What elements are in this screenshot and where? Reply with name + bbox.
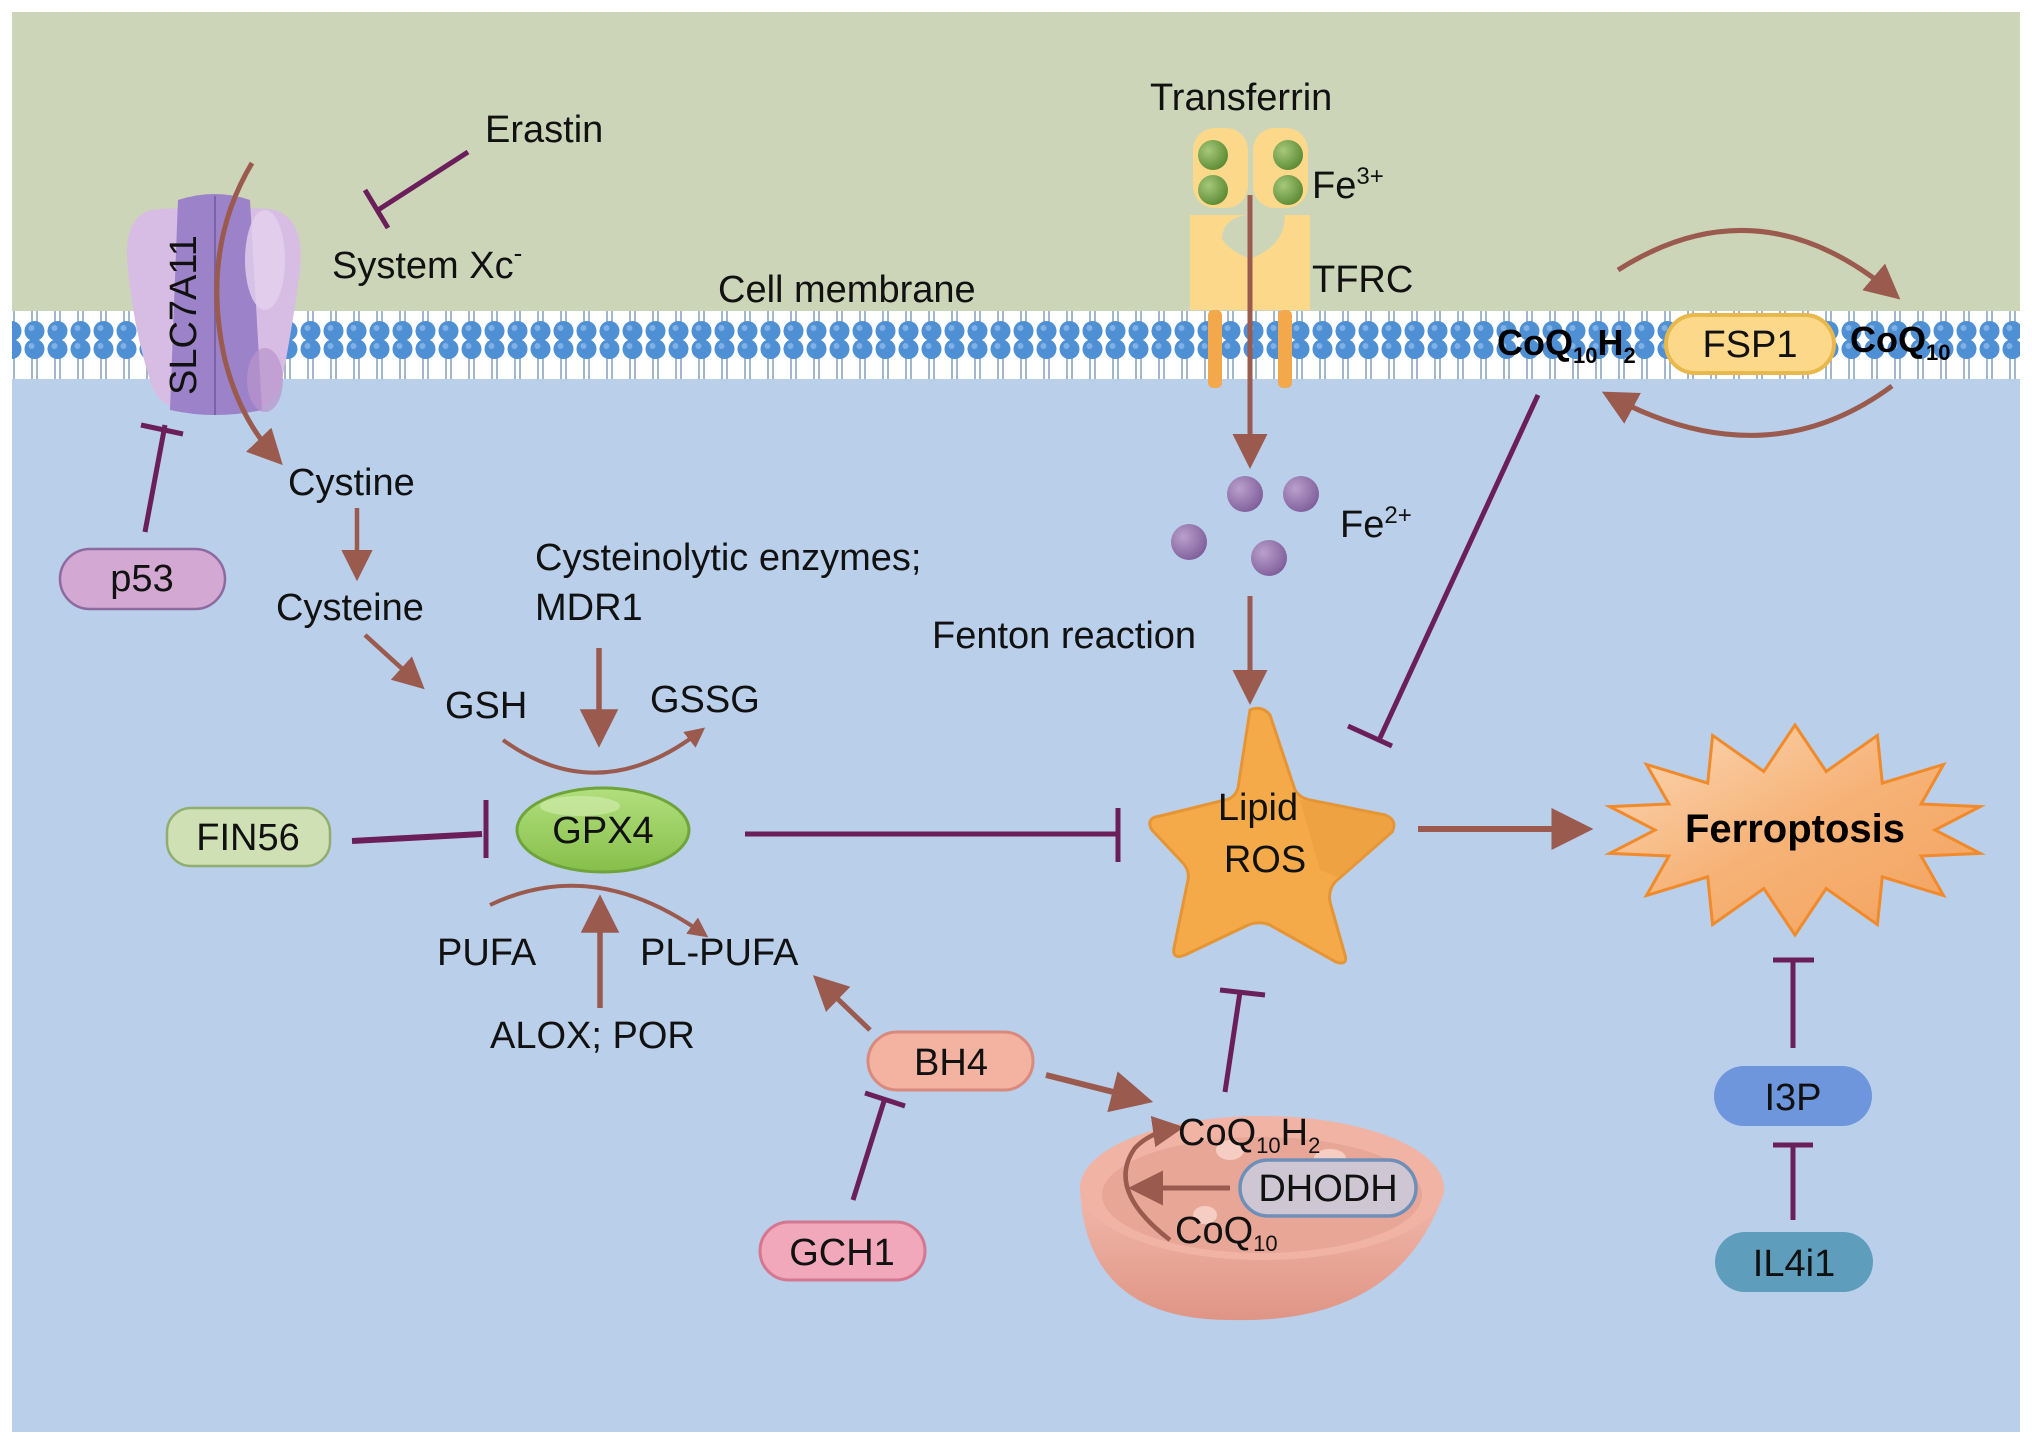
slc7a11-label: SLC7A11: [163, 235, 205, 395]
dhodh-label: DHODH: [1258, 1168, 1397, 1210]
cystine-label: Cystine: [288, 462, 415, 504]
system-xc-label: System Xc-: [332, 238, 522, 287]
fenton-reaction-label: Fenton reaction: [932, 615, 1196, 657]
gsh-to-gssg-arrow: [501, 727, 706, 775]
bh4-node[interactable]: BH4: [866, 1030, 1035, 1092]
fe3-label: Fe3+: [1312, 163, 1384, 207]
bh4-label: BH4: [914, 1042, 988, 1084]
erastin-label: Erastin: [485, 109, 603, 151]
i3p-ferroptosis-inhibition: [1773, 957, 1814, 1048]
fin56-node[interactable]: FIN56: [165, 806, 332, 868]
gch1-bh4-inhibition: [850, 1090, 906, 1201]
fsp1-oxidation-arrow: [1616, 227, 1901, 300]
alox-por-label: ALOX; POR: [490, 1015, 695, 1057]
pufa-to-pl-pufa-arrow: [489, 883, 709, 938]
cystine-import-arrow: [214, 161, 283, 466]
slc7a11-transporter[interactable]: SLC7A11: [126, 194, 301, 415]
extracellular-region: [12, 12, 2020, 322]
fin56-label: FIN56: [196, 817, 299, 859]
p53-slc7a11-inhibition: [140, 422, 184, 533]
gpx4-node[interactable]: GPX4: [515, 786, 691, 874]
fe2-ions: [1171, 476, 1319, 576]
fe2-label: Fe2+: [1340, 502, 1412, 546]
gpx4-lipid-ros-inhibition: [745, 808, 1121, 862]
pufa-label: PUFA: [437, 932, 537, 974]
fin56-gpx4-inhibition: [351, 800, 489, 858]
mdr1-label: MDR1: [535, 587, 643, 629]
bh4-to-coq10h2-arrow: [1045, 1071, 1154, 1113]
lipid-ros-label-line2: ROS: [1224, 839, 1306, 881]
coq10-membrane-label: CoQ10: [1850, 319, 1950, 365]
mito-coq-cycle-arrow: [1123, 1115, 1185, 1242]
pl-pufa-label: PL-PUFA: [640, 932, 799, 974]
cell-membrane-label: Cell membrane: [718, 269, 976, 311]
i3p-node[interactable]: I3P: [1714, 1066, 1872, 1126]
transferrin-label: Transferrin: [1150, 77, 1332, 119]
p53-node[interactable]: p53: [58, 547, 227, 611]
erastin-inhibition: [362, 149, 470, 230]
fsp1-lipid-ros-inhibition: [1346, 393, 1541, 749]
coq10h2-membrane-label: CoQ10H2: [1497, 322, 1636, 368]
gssg-label: GSSG: [650, 679, 760, 721]
gch1-label: GCH1: [789, 1232, 895, 1274]
lipid-ros-node[interactable]: Lipid ROS: [1148, 706, 1396, 965]
dhodh-node[interactable]: DHODH: [1238, 1158, 1418, 1218]
p53-label: p53: [110, 558, 173, 600]
mito-coq10h2-lipid-ros-inhibition: [1219, 987, 1266, 1093]
bh4-to-pl-pufa-arrow: [812, 975, 872, 1032]
gpx4-label: GPX4: [552, 810, 653, 852]
cysteinolytic-enzymes-label: Cysteinolytic enzymes;: [535, 537, 921, 579]
il4i1-label: IL4i1: [1753, 1243, 1835, 1285]
tfrc-label: TFRC: [1312, 259, 1413, 301]
lipid-ros-label-line1: Lipid: [1218, 787, 1298, 829]
fsp1-reduction-arrow: [1601, 383, 1894, 438]
coq10h2-mito-label: CoQ10H2: [1178, 1112, 1320, 1158]
cysteine-to-gsh-arrow: [363, 633, 425, 690]
i3p-label: I3P: [1764, 1077, 1821, 1119]
il4i1-i3p-inhibition: [1773, 1142, 1813, 1220]
coq10-mito-label: CoQ10: [1175, 1210, 1278, 1256]
ferroptosis-label: Ferroptosis: [1685, 807, 1905, 851]
gch1-node[interactable]: GCH1: [758, 1220, 927, 1282]
gsh-label: GSH: [445, 685, 527, 727]
fsp1-label: FSP1: [1702, 324, 1797, 366]
cysteine-label: Cysteine: [276, 587, 424, 629]
ferroptosis-node[interactable]: Ferroptosis: [1604, 722, 1986, 938]
fe3-ions: [1198, 140, 1303, 205]
il4i1-node[interactable]: IL4i1: [1715, 1232, 1873, 1292]
fsp1-node[interactable]: FSP1: [1664, 313, 1836, 375]
